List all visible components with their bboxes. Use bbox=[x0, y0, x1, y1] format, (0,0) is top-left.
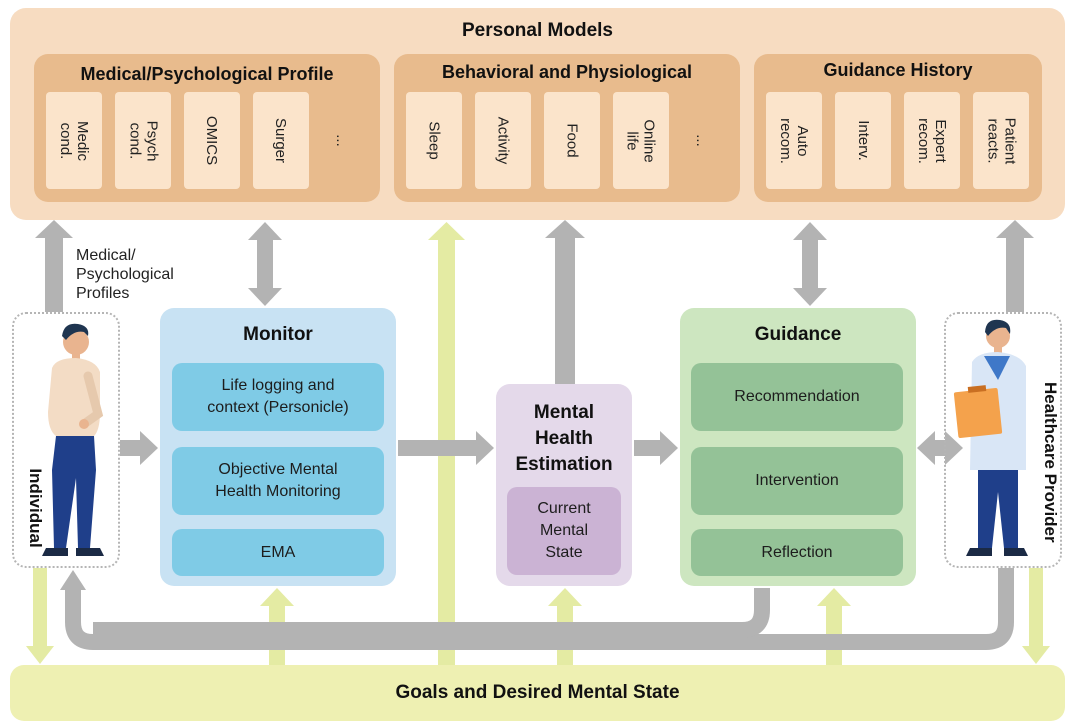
card-auto-recom: Auto recom. bbox=[766, 92, 822, 189]
card-psych-cond: Psych cond. bbox=[115, 92, 171, 189]
individual-frame bbox=[12, 312, 120, 568]
monitor-to-mhe-head bbox=[476, 431, 494, 465]
card-online-life: Online life bbox=[613, 92, 669, 189]
card-activity: Activity bbox=[475, 92, 531, 189]
individual-to-models-shaft bbox=[45, 236, 63, 312]
provider-goal-arrow-head bbox=[1022, 646, 1050, 664]
guidance-provider-head-left bbox=[917, 431, 935, 465]
guidance-item-intervention: Intervention bbox=[691, 447, 903, 515]
mhe-to-guidance-shaft bbox=[634, 440, 662, 456]
current-mental-state: Current Mental State bbox=[507, 487, 621, 575]
goal-to-mhe-arrow-head bbox=[548, 588, 582, 606]
guidance-item-reflection: Reflection bbox=[691, 529, 903, 576]
provider-frame bbox=[944, 312, 1062, 568]
monitor-models-head-down bbox=[248, 288, 282, 306]
card-medic-cond: Medic cond. bbox=[46, 92, 102, 189]
goals-title: Goals and Desired Mental State bbox=[395, 682, 680, 703]
doctor-icon bbox=[953, 319, 1028, 556]
provider-to-models-head bbox=[996, 220, 1034, 238]
card-surger: Surger bbox=[253, 92, 309, 189]
mental-health-title: Mental Health Estimation bbox=[515, 402, 613, 475]
gray-arrows bbox=[35, 220, 1034, 590]
card-expert-recom: Expert recom. bbox=[904, 92, 960, 189]
guidance-provider-head-right bbox=[945, 431, 963, 465]
guidance-models-head-up bbox=[793, 222, 827, 240]
individual-to-monitor-head bbox=[140, 431, 158, 465]
guidance-history-title: Guidance History bbox=[823, 60, 973, 80]
mhe-to-models-head bbox=[545, 220, 585, 238]
card-omics: OMICS bbox=[184, 92, 240, 189]
monitor-models-head-up bbox=[248, 222, 282, 240]
goals-bar bbox=[10, 665, 1065, 721]
mhe-to-guidance-head bbox=[660, 431, 678, 465]
monitor-item-life-logging: Life logging and context (Personicle) bbox=[172, 363, 384, 431]
behavioral-title: Behavioral and Physiological bbox=[441, 62, 693, 82]
guidance-title: Guidance bbox=[754, 324, 842, 345]
goal-to-guidance-arrow-head bbox=[817, 588, 851, 606]
goal-to-models-arrow-head bbox=[428, 222, 465, 240]
guidance-models-shaft bbox=[802, 238, 818, 290]
individual-goal-arrow-shaft bbox=[33, 568, 47, 648]
individual-to-models-head bbox=[35, 220, 73, 238]
monitor-item-ema: EMA bbox=[172, 529, 384, 576]
goal-to-monitor-arrow-head bbox=[260, 588, 294, 606]
provider-to-models-shaft bbox=[1006, 236, 1024, 312]
individual-to-monitor-shaft bbox=[120, 440, 142, 456]
provider-feedback-loop bbox=[65, 568, 1014, 650]
card-patient-reacts: Patient reacts. bbox=[973, 92, 1029, 189]
individual-goal-arrow-head bbox=[26, 646, 54, 664]
card-food: Food bbox=[544, 92, 600, 189]
monitor-models-shaft bbox=[257, 238, 273, 290]
profiles-note: Medical/ Psychological Profiles bbox=[76, 247, 174, 302]
person-icon bbox=[42, 323, 104, 556]
mhe-to-models-shaft bbox=[555, 236, 575, 384]
card-sleep: Sleep bbox=[406, 92, 462, 189]
card-interv: Interv. bbox=[835, 92, 891, 189]
guidance-feedback-loop bbox=[93, 588, 770, 638]
monitor-item-objective: Objective Mental Health Monitoring bbox=[172, 447, 384, 515]
clipboard-icon bbox=[953, 388, 1003, 438]
provider-goal-arrow-shaft bbox=[1029, 568, 1043, 648]
monitor-title: Monitor bbox=[243, 324, 313, 345]
feedback-loop-head bbox=[60, 570, 86, 590]
guidance-provider-shaft bbox=[934, 440, 946, 456]
medical-profile-title: Medical/Psychological Profile bbox=[80, 64, 334, 84]
monitor-to-mhe-shaft bbox=[398, 440, 478, 456]
guidance-item-recommendation: Recommendation bbox=[691, 363, 903, 431]
personal-models-title: Personal Models bbox=[462, 20, 613, 41]
guidance-models-head-down bbox=[793, 288, 827, 306]
